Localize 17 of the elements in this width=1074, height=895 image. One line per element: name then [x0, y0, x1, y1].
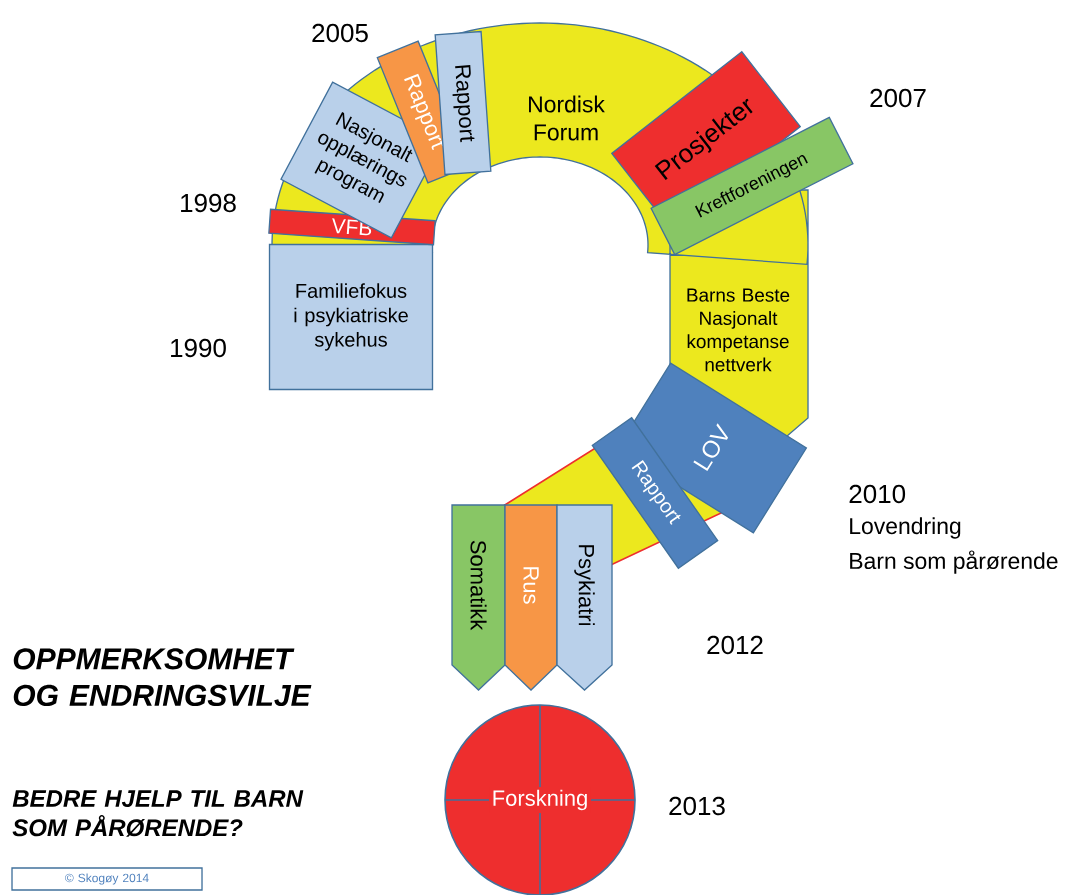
year-label: 2010 — [849, 484, 906, 504]
arrow-tab: Psykiatri — [556, 504, 613, 691]
year-label: 1990 — [171, 338, 226, 358]
year-label: 1998 — [181, 193, 236, 213]
title: OPPMERKSOMHET OG ENDRINGSVILJE — [13, 648, 312, 707]
band-text: Nordisk Forum — [529, 95, 605, 141]
note-text: Barn som pårørende — [850, 550, 1058, 574]
arrow-tab: Somatikk — [451, 504, 506, 691]
arrow-tab: Rus — [504, 504, 558, 691]
copyright-box: © Skogøy 2014 — [11, 867, 203, 891]
label-box: Familiefokus i psykiatriske sykehus — [268, 243, 434, 391]
note-text: Lovendring — [850, 517, 961, 539]
year-label: 2005 — [312, 23, 368, 43]
subtitle: BEDRE HJELP TIL BARN SOM PÅRØRENDE? — [12, 790, 304, 837]
year-label: 2012 — [707, 635, 763, 655]
year-label: 2007 — [870, 88, 926, 108]
year-label: 2013 — [669, 796, 725, 816]
